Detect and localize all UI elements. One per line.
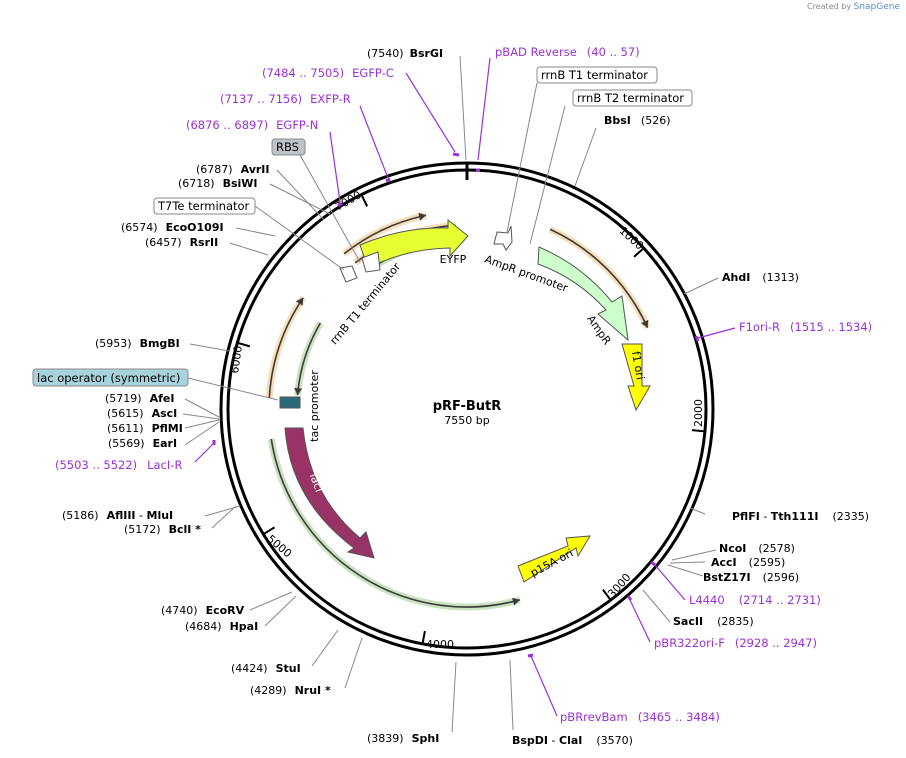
svg-text:T7Te terminator: T7Te terminator: [157, 199, 250, 213]
box-rrnb-t1[interactable]: rrnB T1 terminator: [536, 66, 658, 84]
orf-arc-6[interactable]: [270, 438, 521, 608]
orf-arrowhead-3: [641, 319, 649, 328]
feature-label-eyfp: EYFP: [440, 253, 467, 266]
feature-ampr[interactable]: [537, 246, 629, 342]
enzyme-bsiwi[interactable]: (6718)BsiWI: [178, 177, 258, 190]
tick-3000: [602, 589, 612, 601]
enzyme-bspdi[interactable]: BspDI - ClaI(3570): [512, 734, 633, 747]
primer-pbad-reverse[interactable]: pBAD Reverse(40 .. 57): [495, 45, 640, 59]
primer-pbrrevbam[interactable]: pBRrevBam(3465 .. 3484): [560, 710, 720, 724]
box-lac-operator[interactable]: lac operator (symmetric): [32, 368, 189, 387]
feature-amp-promoter[interactable]: [493, 225, 513, 251]
enzyme-bcli[interactable]: (5172)BclI *: [124, 523, 201, 536]
enzyme-ncoi[interactable]: NcoI(2578): [719, 542, 795, 555]
feature-t7te[interactable]: [361, 251, 381, 273]
orf-arc-3[interactable]: [549, 228, 649, 329]
feature-eyfp[interactable]: [359, 218, 469, 269]
orf-arc-4[interactable]: [268, 297, 304, 398]
enzyme-ahdi[interactable]: AhdI(1313): [722, 271, 799, 284]
feature-label-rrnb-t1: rrnB T1 terminator: [327, 260, 403, 347]
box-rrnb-t2[interactable]: rrnB T2 terminator: [572, 89, 693, 107]
primer-exfp-r[interactable]: (7137 .. 7156)EXFP-R: [220, 92, 351, 106]
boxed-labels: rrnB T1 terminator rrnB T2 terminator RB…: [32, 66, 693, 387]
primer-labels: pBAD Reverse(40 .. 57) F1ori-R(1515 .. 1…: [55, 45, 872, 724]
enzyme-afliii[interactable]: (5186)AflIII - MluI: [62, 509, 173, 522]
feature-laci[interactable]: [284, 427, 375, 559]
svg-text:RBS: RBS: [276, 140, 299, 154]
svg-text:rrnB T1 terminator: rrnB T1 terminator: [541, 68, 648, 82]
svg-text:rrnB T2 terminator: rrnB T2 terminator: [577, 91, 684, 105]
enzyme-acci[interactable]: AccI(2595): [711, 556, 785, 569]
plasmid-length: 7550 bp: [444, 414, 489, 427]
tick-1000: [633, 247, 645, 258]
orf-arrowhead-4: [296, 297, 304, 306]
snapgene-brand: Created by SnapGene: [807, 2, 900, 12]
orf-arrowhead-0: [418, 212, 427, 221]
enzyme-stui[interactable]: (4424)StuI: [231, 662, 301, 675]
orf-arrows: [265, 211, 651, 611]
feature-f1-ori[interactable]: [621, 343, 651, 412]
enzyme-sacii[interactable]: SacII(2835): [673, 615, 754, 628]
tick-label-6000: 6000: [228, 345, 245, 375]
box-t7te[interactable]: T7Te terminator: [153, 197, 256, 215]
feature-label-tac-promoter: tac promoter: [308, 370, 321, 442]
primer-egfp-c[interactable]: (7484 .. 7505)EGFP-C: [262, 66, 394, 80]
orf-arc-0[interactable]: [343, 214, 427, 255]
primer-l4440[interactable]: L4440(2714 .. 2731): [689, 593, 821, 607]
enzyme-afei[interactable]: (5719)AfeI: [105, 392, 174, 405]
enzyme-pflmi[interactable]: (5611)PflMI: [107, 422, 183, 435]
orf-arrowhead-5: [294, 387, 303, 396]
enzyme-pflfi[interactable]: PflFI - Tth111I(2335): [732, 510, 869, 523]
enzyme-asci[interactable]: (5615)AscI: [107, 407, 177, 420]
enzyme-labels: (7540)BsrGI BbsI(526) AhdI(1313) PflFI -…: [62, 47, 869, 747]
feature-rrnb-t1[interactable]: [339, 265, 358, 283]
primer-leaders: [194, 57, 736, 717]
svg-text:lac operator (symmetric): lac operator (symmetric): [37, 371, 180, 385]
primer-egfp-n[interactable]: (6876 .. 6897)EGFP-N: [186, 118, 318, 132]
enzyme-bmgbi[interactable]: (5953)BmgBI: [95, 337, 180, 350]
feature-tac-promoter[interactable]: [279, 396, 301, 409]
tick-6000: [237, 341, 251, 348]
enzyme-avrii[interactable]: (6787)AvrII: [196, 163, 269, 176]
enzyme-bstz17i[interactable]: BstZ17I(2596): [703, 571, 799, 584]
tick-marks: [237, 194, 706, 645]
tick-label-1000: 1000: [617, 224, 647, 252]
tick-4000: [421, 630, 426, 645]
enzyme-eari[interactable]: (5569)EarI: [108, 437, 177, 450]
enzyme-rsrii[interactable]: (6457)RsrII: [145, 236, 218, 249]
enzyme-bsrgi[interactable]: (7540)BsrGI: [367, 47, 443, 60]
enzyme-sphi[interactable]: (3839)SphI: [367, 732, 439, 745]
enzyme-hpai[interactable]: (4684)HpaI: [185, 620, 258, 633]
leader-lines: [182, 55, 719, 733]
tick-label-4000: 4000: [426, 638, 454, 651]
feature-label-laci: lacI: [307, 472, 326, 494]
primer-marks: [212, 152, 700, 658]
primer-f1ori-r[interactable]: F1ori-R(1515 .. 1534): [739, 320, 872, 334]
tick-label-2000: 2000: [692, 399, 705, 427]
plasmid-name: pRF-ButR: [433, 399, 502, 414]
feature-label-f1-ori: f1 ori: [629, 350, 647, 381]
tick-2000: [691, 429, 706, 433]
enzyme-bbsi[interactable]: BbsI(526): [604, 114, 671, 127]
primer-pbr322ori-f[interactable]: pBR322ori-F(2928 .. 2947): [654, 636, 817, 650]
tick-5000: [262, 526, 276, 536]
enzyme-nrui[interactable]: (4289)NruI *: [250, 684, 331, 697]
enzyme-ecorv[interactable]: (4740)EcoRV: [161, 604, 245, 617]
tick-7000: [360, 194, 369, 207]
box-rbs[interactable]: RBS: [271, 138, 306, 156]
enzyme-ecoo109i[interactable]: (6574)EcoO109I: [121, 221, 224, 234]
feature-p15a-ori[interactable]: [517, 535, 591, 583]
orf-arrowhead-6: [512, 597, 520, 606]
primer-laci-r[interactable]: (5503 .. 5522)LacI-R: [55, 458, 182, 472]
